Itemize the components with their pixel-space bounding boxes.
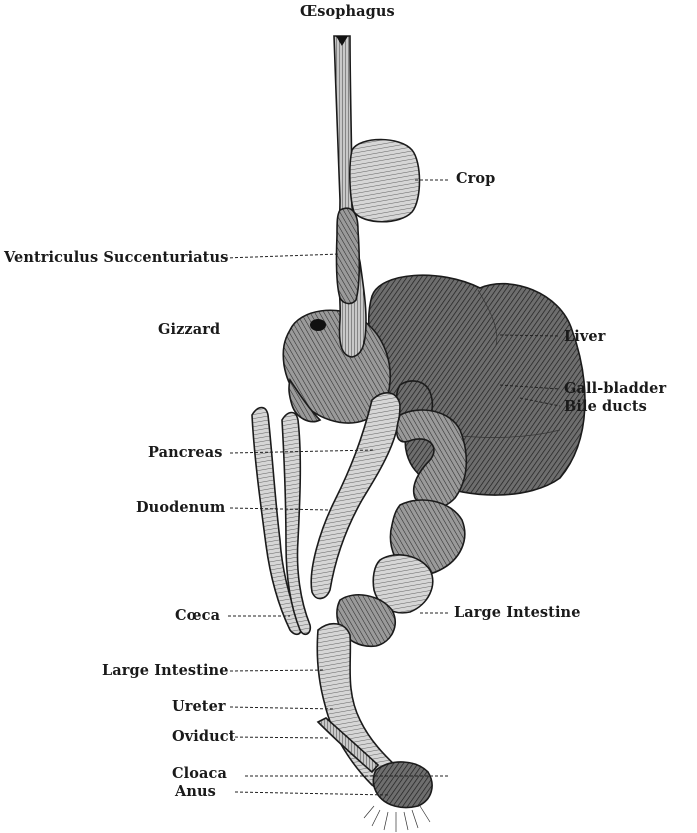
label-pancreas: Pancreas <box>148 445 223 461</box>
label-ureter: Ureter <box>172 699 226 715</box>
label-large-intestine-right: Large Intestine <box>454 605 581 621</box>
label-cloaca: Cloaca <box>172 766 227 782</box>
label-anus: Anus <box>175 784 216 800</box>
label-bile-ducts: Bile ducts <box>564 399 647 415</box>
label-gall-bladder: Gall-bladder <box>564 381 666 397</box>
cloaca-shape <box>364 762 432 832</box>
label-gizzard: Gizzard <box>158 322 220 338</box>
label-esophagus: Œsophagus <box>300 4 395 20</box>
label-large-intestine-left: Large Intestine <box>102 663 229 679</box>
label-crop: Crop <box>456 171 495 187</box>
crop-shape <box>350 140 420 222</box>
label-duodenum: Duodenum <box>136 500 225 516</box>
label-oviduct: Oviduct <box>172 729 235 745</box>
label-ceca: Cœca <box>175 608 220 624</box>
label-ventriculus-succenturiatus: Ventriculus Succenturiatus <box>4 250 228 266</box>
ceca-shape <box>252 408 310 635</box>
intestine-coils-shape <box>337 500 465 646</box>
label-liver: Liver <box>564 329 606 345</box>
